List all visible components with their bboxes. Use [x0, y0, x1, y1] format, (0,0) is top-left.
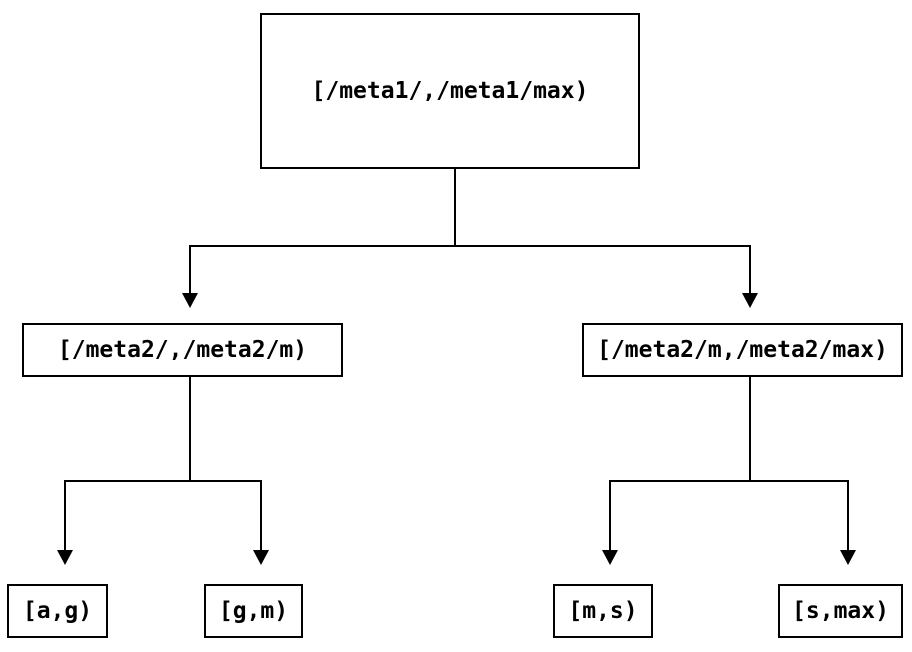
edge-meta2-right-to-ms-drop [609, 480, 611, 550]
edge-meta2-left-horizontal-bar [64, 480, 262, 482]
node-range-ag: [a,g) [7, 584, 108, 638]
node-meta1-range: [/meta1/,/meta1/max) [260, 13, 640, 169]
edge-meta2-right-stem [749, 377, 751, 482]
node-meta2-left-range: [/meta2/,/meta2/m) [22, 323, 343, 377]
edge-root-to-right-drop [749, 245, 751, 293]
arrow-down-icon [57, 550, 73, 565]
arrow-down-icon [182, 293, 198, 308]
edge-meta2-left-to-gm-drop [260, 480, 262, 550]
node-meta2-right-range: [/meta2/m,/meta2/max) [582, 323, 903, 377]
edge-root-horizontal-bar [189, 245, 751, 247]
arrow-down-icon [602, 550, 618, 565]
edge-root-to-left-drop [189, 245, 191, 293]
node-range-smax: [s,max) [778, 584, 903, 638]
node-range-ms: [m,s) [553, 584, 653, 638]
node-range-gm: [g,m) [204, 584, 303, 638]
arrow-down-icon [253, 550, 269, 565]
edge-root-stem [454, 169, 456, 247]
edge-meta2-left-stem [189, 377, 191, 482]
arrow-down-icon [742, 293, 758, 308]
edge-meta2-right-to-smax-drop [847, 480, 849, 550]
edge-meta2-right-horizontal-bar [609, 480, 849, 482]
arrow-down-icon [840, 550, 856, 565]
edge-meta2-left-to-ag-drop [64, 480, 66, 550]
